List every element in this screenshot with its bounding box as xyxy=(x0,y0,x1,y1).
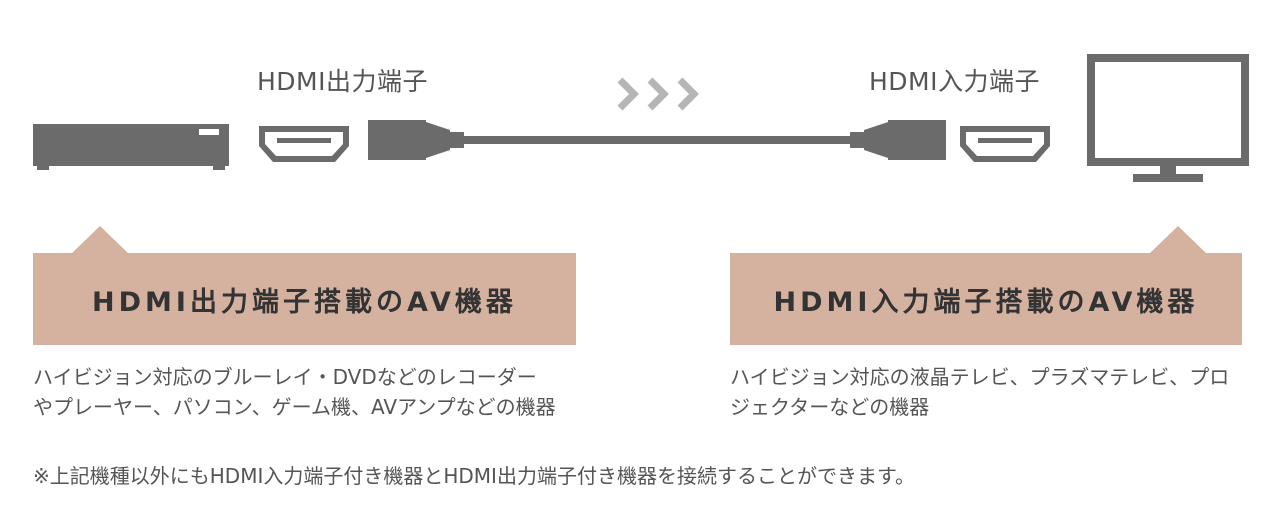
callout-pointer xyxy=(1150,226,1206,253)
output-device-callout: HDMI出力端子搭載のAV機器 xyxy=(33,226,576,345)
input-device-title: HDMI入力端子搭載のAV機器 xyxy=(773,286,1199,318)
hdmi-cable-icon xyxy=(368,120,946,160)
output-description-line-1: ハイビジョン対応のブルーレイ・DVDなどのレコーダー xyxy=(33,365,537,389)
output-device-title: HDMI出力端子搭載のAV機器 xyxy=(92,286,517,318)
hdmi-input-port-icon xyxy=(960,126,1050,162)
input-device-callout: HDMI入力端子搭載のAV機器 xyxy=(730,226,1242,345)
hdmi-output-port-icon xyxy=(259,126,349,162)
input-description-line-2: ジェクターなどの機器 xyxy=(730,395,930,419)
footnote: ※上記機種以外にもHDMI入力端子付き機器とHDMI出力端子付き機器を接続するこ… xyxy=(33,464,915,488)
input-device-description: ハイビジョン対応の液晶テレビ、プラズマテレビ、プロ ジェクターなどの機器 xyxy=(730,362,1250,422)
output-terminal-label: HDMI出力端子 xyxy=(257,67,428,96)
callout-pointer xyxy=(72,226,128,253)
chevron-right-icon xyxy=(617,77,699,111)
input-terminal-label: HDMI入力端子 xyxy=(869,67,1040,96)
output-device-description: ハイビジョン対応のブルーレイ・DVDなどのレコーダー やプレーヤー、パソコン、ゲ… xyxy=(33,362,593,422)
output-description-line-2: やプレーヤー、パソコン、ゲーム機、AVアンプなどの機器 xyxy=(33,395,556,419)
av-recorder-icon xyxy=(33,124,229,170)
tv-monitor-icon xyxy=(1087,54,1249,182)
input-description-line-1: ハイビジョン対応の液晶テレビ、プラズマテレビ、プロ xyxy=(730,365,1230,389)
